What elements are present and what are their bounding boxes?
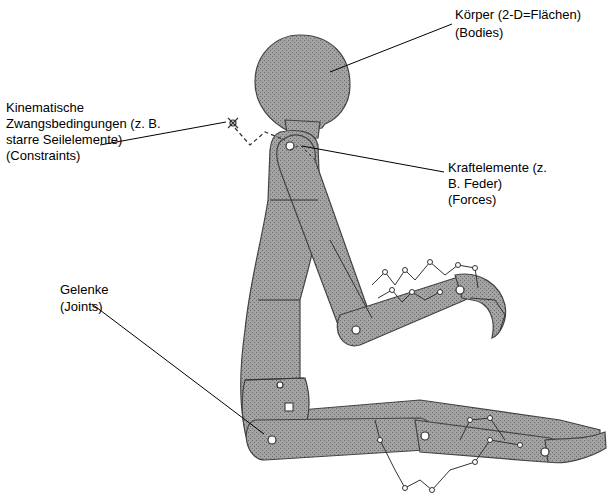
part-label: Kraftelemente (z. B. Feder): [448, 160, 548, 192]
leader-lines: [92, 24, 452, 434]
part-label: (Bodies): [455, 25, 605, 41]
part-label: (Constraints): [6, 148, 184, 164]
part-label: Körper (2-D=Flächen): [455, 7, 605, 23]
body-segments: [241, 35, 606, 463]
joint-symbols: [268, 142, 549, 456]
part-label: Gelenke: [60, 282, 150, 298]
part-label: (Joints): [60, 299, 150, 315]
part-label: Kinematische Zwangsbedingungen (z. B. st…: [6, 100, 184, 148]
constraint-symbol: [228, 118, 285, 145]
part-label: (Forces): [448, 192, 548, 208]
